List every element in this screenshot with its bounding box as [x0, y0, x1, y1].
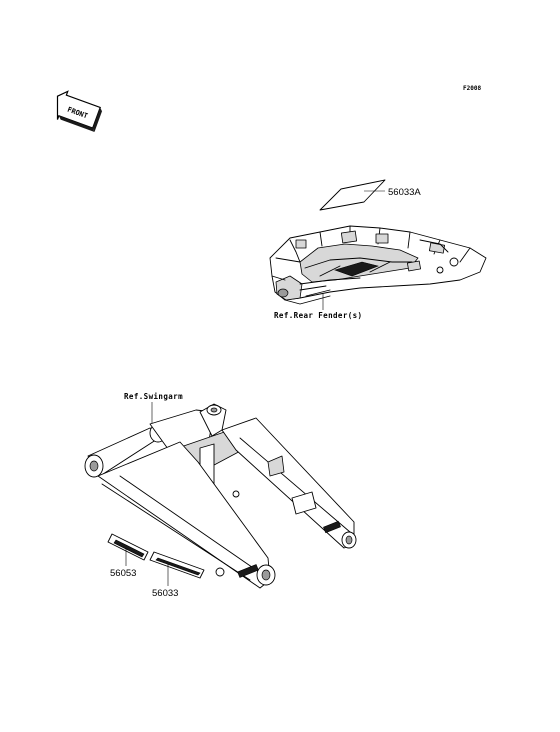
- rear-fender-drawing: Ref.Rear Fender(s): [269, 179, 487, 320]
- swingarm-drawing: Ref.Swingarm: [84, 392, 357, 589]
- front-direction-icon: FRONT: [56, 90, 103, 132]
- ref-swingarm-label: Ref.Swingarm: [124, 392, 183, 401]
- part-number-56053: 56053: [110, 568, 136, 579]
- figure-code: F2008: [463, 85, 481, 92]
- ref-rear-fender-label: Ref.Rear Fender(s): [274, 311, 362, 320]
- label-56033A-sticker: [319, 179, 386, 211]
- part-number-56033A: 56033A: [388, 187, 421, 198]
- part-number-56033: 56033: [152, 588, 178, 599]
